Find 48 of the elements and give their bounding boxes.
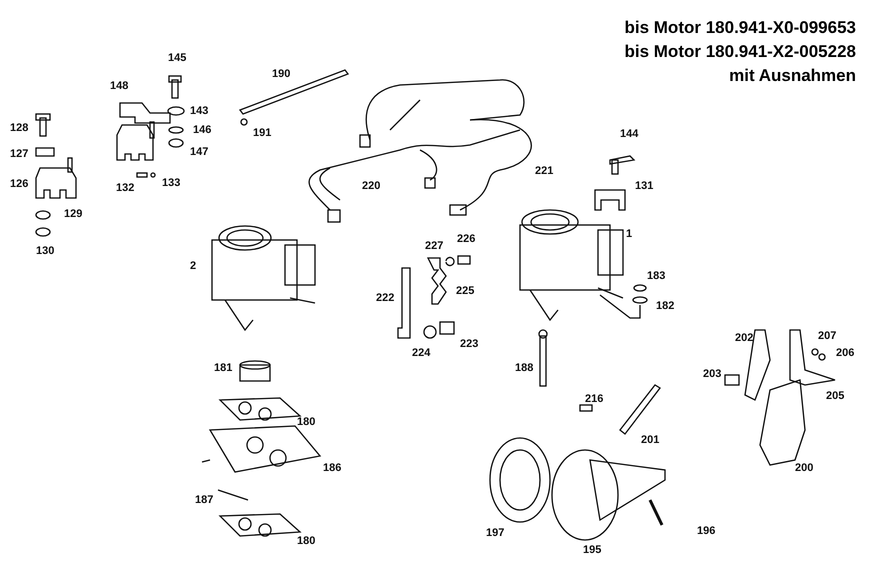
callout-number: 225 [456,285,474,297]
callout-number: 202 [735,332,754,344]
callout-number: 180 [297,416,316,428]
callout-number: 147 [190,146,208,158]
callout-number: 206 [836,347,854,359]
callout-number: 130 [36,245,54,257]
callout-number: 186 [323,462,342,474]
callout-number: 131 [635,180,654,192]
callout-number: 181 [214,362,232,374]
callout-number: 205 [826,390,844,402]
callout-number: 187 [195,494,214,506]
callout-number: 216 [585,393,604,405]
callout-number: 2 [190,260,196,272]
callout-number: 201 [641,434,660,446]
callout-number: 127 [10,148,28,160]
header-text: bis Motor 180.941-X2-005228 [624,42,856,62]
callout-number: 200 [795,462,814,474]
callout-number: 126 [10,178,28,190]
callout-number: 148 [110,80,128,92]
callout-number: 224 [412,347,430,359]
callout-number: 129 [64,208,82,220]
callout-number: 220 [362,180,380,192]
callout-number: 203 [703,368,722,380]
callout-number: 195 [583,544,602,556]
callout-number: 197 [486,527,504,539]
callout-number: 188 [515,362,534,374]
callout-number: 207 [818,330,836,342]
callout-number: 143 [190,105,208,117]
callout-number: 132 [116,182,134,194]
callout-number: 191 [253,127,272,139]
callout-number: 146 [193,124,212,136]
callout-number: 227 [425,240,444,252]
callout-number: 183 [647,270,666,282]
callout-number: 128 [10,122,28,134]
callout-number: 196 [697,525,716,537]
callout-number: 180 [297,535,316,547]
callout-number: 226 [457,233,476,245]
callout-number: 221 [535,165,554,177]
callout-number: 182 [656,300,674,312]
callout-number: 190 [272,68,290,80]
callout-number: 133 [162,177,180,189]
callout-number: 222 [376,292,394,304]
callout-number: 223 [460,338,478,350]
callout-number: 144 [620,128,638,140]
callout-number: 1 [626,228,632,240]
callout-number: 145 [168,52,186,64]
header-text: mit Ausnahmen [729,66,856,86]
header-text: bis Motor 180.941-X0-099653 [624,18,856,38]
